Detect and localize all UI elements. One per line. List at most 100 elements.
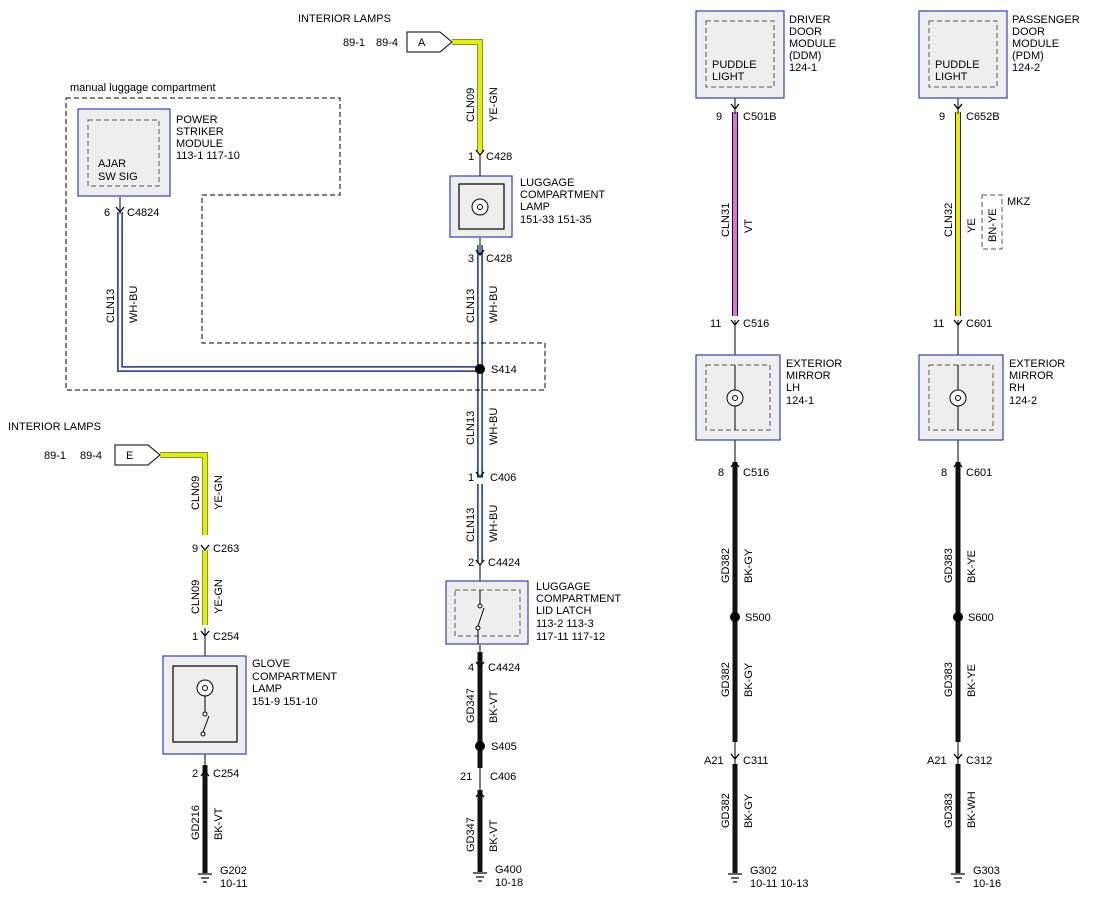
svg-text:G302: G302 [750, 865, 777, 877]
svg-text:GD382: GD382 [720, 793, 732, 828]
passenger-door-module: PUDDLE LIGHT PASSENGER DOOR MODULE (PDM)… [918, 10, 1080, 99]
svg-text:DRIVER: DRIVER [789, 14, 831, 26]
conn-c4424-2: C4424 [488, 557, 520, 569]
pin-c254-2: 2 [192, 768, 198, 780]
svg-text:G303: G303 [973, 865, 1000, 877]
manual-luggage-label: manual luggage compartment [70, 82, 216, 94]
svg-text:LIGHT: LIGHT [935, 71, 968, 83]
interior-lamps-top-label: INTERIOR LAMPS [298, 13, 391, 25]
ground-g202: G202 10-11 [198, 865, 247, 890]
pin-c312: A21 [927, 755, 947, 767]
conn-c263: C263 [213, 543, 239, 555]
driver-door-module: PUDDLE LIGHT DRIVER DOOR MODULE (DDM) 12… [695, 10, 836, 99]
svg-text:GD383: GD383 [943, 548, 955, 583]
wire-cln13-left [117, 212, 480, 372]
svg-text:E: E [126, 450, 133, 462]
pin-c428-1: 1 [468, 151, 474, 163]
exterior-mirror-rh: EXTERIOR MIRROR RH 124-2 [918, 354, 1065, 441]
svg-text:151-33 151-35: 151-33 151-35 [520, 214, 592, 226]
svg-text:GD383: GD383 [943, 793, 955, 828]
svg-text:LID LATCH: LID LATCH [536, 605, 591, 617]
connector-chevrons [115, 103, 963, 798]
conn-c516-11: C516 [743, 318, 769, 330]
svg-text:G400: G400 [495, 864, 522, 876]
svg-text:YE-GN: YE-GN [213, 579, 225, 614]
svg-text:MIRROR: MIRROR [786, 370, 831, 382]
interior-lamps-left-label: INTERIOR LAMPS [8, 421, 101, 433]
svg-text:CLN32: CLN32 [943, 203, 955, 237]
svg-text:CLN13: CLN13 [465, 411, 477, 445]
svg-text:A: A [418, 37, 426, 49]
svg-text:BK-GY: BK-GY [743, 548, 755, 583]
ref-e-2: 89-4 [80, 450, 102, 462]
power-striker-module: AJAR SW SIG POWER STRIKER MODULE 113-1 1… [77, 108, 240, 197]
svg-text:124-2: 124-2 [1009, 395, 1037, 407]
svg-text:GD382: GD382 [720, 662, 732, 697]
svg-text:DOOR: DOOR [789, 26, 822, 38]
conn-c4424-4: C4424 [488, 662, 520, 674]
svg-text:MKZ: MKZ [1007, 196, 1031, 208]
svg-text:LUGGAGE: LUGGAGE [536, 581, 590, 593]
svg-text:LAMP: LAMP [252, 683, 282, 695]
svg-text:MODULE: MODULE [1012, 38, 1059, 50]
splice-s500: S500 [730, 612, 771, 624]
svg-text:POWER: POWER [176, 114, 218, 126]
wire-stubs [119, 98, 959, 792]
pin-c501b: 9 [716, 111, 722, 123]
wire-labels: CLN09 YE-GN CLN13 WH-BU CLN13 WH-BU CLN1… [105, 87, 978, 852]
ref-a-1: 89-1 [343, 37, 365, 49]
svg-text:COMPARTMENT: COMPARTMENT [536, 593, 621, 605]
pin-c406-21: 21 [460, 771, 472, 783]
pin-c4424-2: 2 [468, 557, 474, 569]
svg-text:DOOR: DOOR [1012, 26, 1045, 38]
exterior-mirror-lh: EXTERIOR MIRROR LH 124-1 [695, 354, 842, 441]
svg-text:EXTERIOR: EXTERIOR [786, 358, 842, 370]
svg-text:AJAR: AJAR [98, 158, 126, 170]
svg-text:YE: YE [966, 218, 978, 233]
svg-text:LUGGAGE: LUGGAGE [520, 177, 574, 189]
conn-c601-8: C601 [966, 467, 992, 479]
conn-c652b: C652B [966, 111, 1000, 123]
svg-text:G202: G202 [220, 865, 247, 877]
svg-text:CLN31: CLN31 [720, 203, 732, 237]
connector-a-flag: A [406, 31, 453, 53]
svg-text:LIGHT: LIGHT [712, 71, 745, 83]
pin-c652b: 9 [939, 111, 945, 123]
svg-text:10-11: 10-11 [220, 878, 247, 890]
svg-text:SW SIG: SW SIG [98, 171, 138, 183]
svg-text:BK-GY: BK-GY [743, 793, 755, 828]
svg-text:COMPARTMENT: COMPARTMENT [520, 189, 605, 201]
svg-text:117-11 117-12: 117-11 117-12 [536, 631, 605, 643]
ground-g400: G400 10-18 [473, 864, 523, 889]
svg-text:(PDM): (PDM) [1012, 50, 1044, 62]
svg-text:YE-GN: YE-GN [213, 475, 225, 510]
svg-text:WH-BU: WH-BU [488, 286, 500, 323]
splice-s405: S405 [475, 741, 517, 753]
svg-text:EXTERIOR: EXTERIOR [1009, 358, 1065, 370]
ref-a-2: 89-4 [376, 37, 398, 49]
pin-c263: 9 [192, 543, 198, 555]
svg-text:S405: S405 [491, 741, 517, 753]
conn-c501b: C501B [743, 111, 777, 123]
svg-text:CLN09: CLN09 [190, 580, 202, 614]
svg-text:BK-YE: BK-YE [966, 664, 978, 697]
pin-c601-11: 11 [933, 318, 944, 330]
svg-text:GD382: GD382 [720, 548, 732, 583]
svg-text:S600: S600 [968, 612, 994, 624]
conn-c312: C312 [966, 755, 992, 767]
svg-text:BK-WH: BK-WH [966, 791, 978, 828]
conn-c601-11: C601 [966, 318, 992, 330]
pin-c4424-4: 4 [468, 662, 474, 674]
svg-text:RH: RH [1009, 382, 1025, 394]
svg-text:S414: S414 [491, 364, 517, 376]
conn-c516-8: C516 [743, 467, 769, 479]
svg-text:S500: S500 [745, 612, 771, 624]
svg-text:124-2: 124-2 [1012, 62, 1040, 74]
svg-text:GD347: GD347 [465, 817, 477, 852]
wire-cln09-left [160, 452, 208, 625]
svg-text:PASSENGER: PASSENGER [1012, 14, 1080, 26]
svg-text:PUDDLE: PUDDLE [712, 59, 757, 71]
mkz-alternate-color: BN-YE MKZ [981, 194, 1031, 250]
splice-s414: S414 [475, 364, 517, 376]
